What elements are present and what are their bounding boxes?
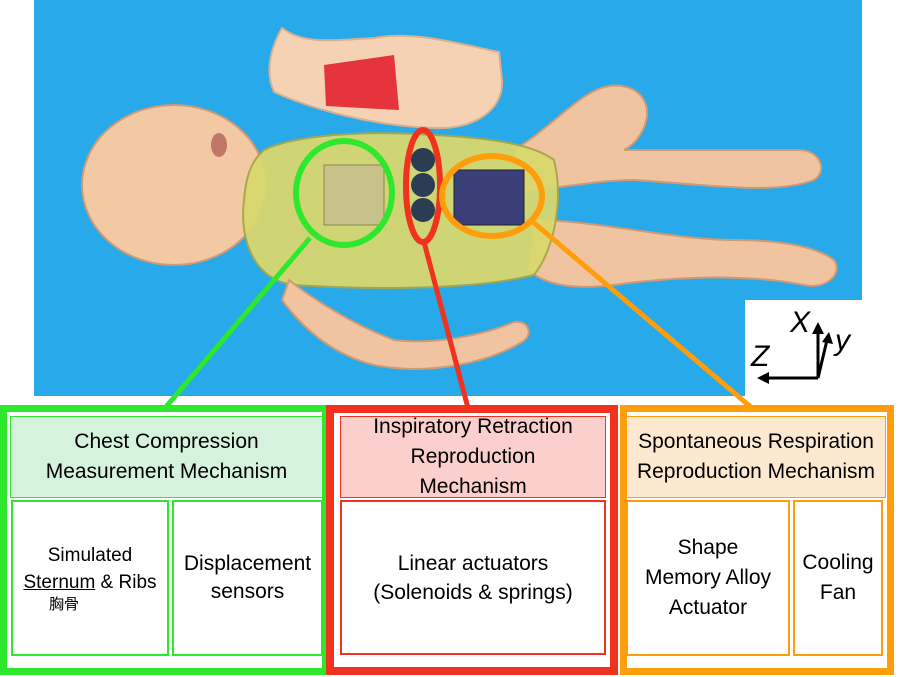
cell-text: Linear actuators: [397, 551, 549, 575]
cell-text: Cooling: [802, 551, 874, 574]
linear-actuators-cell: Linear actuators (Solenoids & springs): [340, 500, 606, 655]
solenoid: [411, 148, 435, 172]
orange-callout-line: [531, 220, 754, 410]
chest-plate-ribs: [324, 55, 399, 110]
title-line: Spontaneous Respiration: [638, 430, 874, 453]
manikin-illustration: [81, 26, 838, 370]
title-line: Measurement Mechanism: [45, 460, 288, 483]
cell-text: Fan: [819, 581, 857, 604]
cell-text: Sternum & Ribs: [23, 569, 156, 596]
sma-actuator-board: [453, 169, 525, 226]
title-line: Chest Compression: [74, 430, 259, 453]
title-line: Reproduction: [410, 445, 536, 468]
cell-text: Simulated: [47, 545, 133, 566]
mouth: [211, 133, 227, 157]
orange-ellipse: [439, 153, 545, 239]
manikin-photo: [34, 0, 862, 396]
simulated-sternum-cell: Simulated Sternum & Ribs 胸骨: [11, 500, 169, 656]
arm-upper: [512, 84, 823, 192]
sternum-word: Sternum: [23, 572, 96, 593]
title-line: Mechanism: [419, 475, 527, 498]
green-ellipse: [293, 138, 395, 248]
red-callout-line: [421, 241, 471, 409]
displacement-sensors-cell: Displacement sensors: [172, 500, 323, 656]
green-callout-line: [163, 236, 312, 410]
red-ellipse: [403, 127, 443, 245]
cell-text: Displacement: [183, 552, 312, 575]
sternum-mechanism: [323, 164, 385, 226]
cooling-fan-cell: Cooling Fan: [793, 500, 883, 656]
cell-text: Actuator: [668, 596, 748, 619]
sternum-kanji: 胸骨: [49, 596, 80, 613]
title-line: Reproduction Mechanism: [636, 460, 876, 483]
solenoid: [411, 173, 435, 197]
solenoid: [411, 198, 435, 222]
axis-z-label: Z: [751, 340, 770, 373]
title-line: Inspiratory Retraction: [373, 415, 573, 438]
chest-compression-title: Chest Compression Measurement Mechanism: [10, 416, 323, 498]
spontaneous-respiration-title: Spontaneous Respiration Reproduction Mec…: [626, 416, 886, 498]
inspiratory-retraction-title: Inspiratory Retraction Reproduction Mech…: [340, 415, 606, 498]
cell-text: (Solenoids & springs): [373, 580, 573, 604]
cell-text: Memory Alloy: [644, 566, 772, 589]
axes-indicator: X y Z: [745, 300, 862, 396]
cell-text: Shape: [677, 536, 739, 559]
axis-x-label: X: [790, 306, 811, 339]
ribs-text: & Ribs: [95, 572, 157, 593]
cell-text: sensors: [210, 580, 285, 603]
shape-memory-alloy-cell: Shape Memory Alloy Actuator: [626, 500, 790, 656]
arm-lower: [280, 278, 530, 370]
axis-y-label: y: [835, 324, 850, 357]
